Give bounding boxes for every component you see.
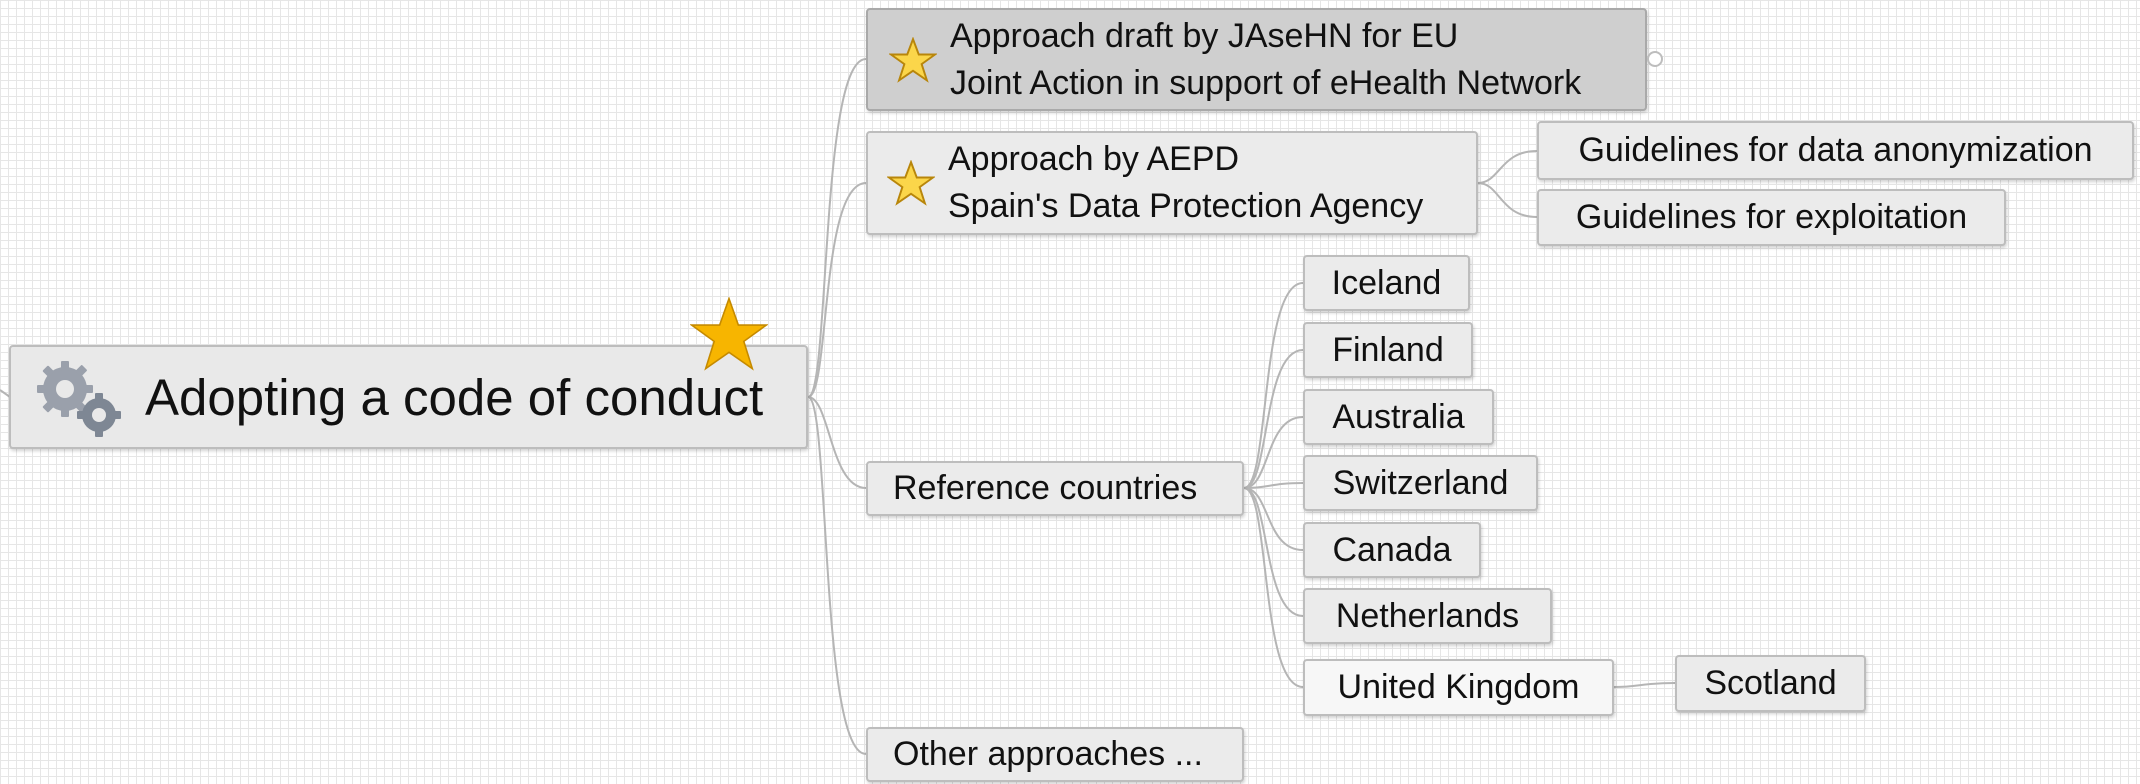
country-label: Netherlands (1335, 596, 1520, 635)
guidelines-exploitation-label: Guidelines for exploitation (1575, 198, 1968, 236)
scotland-label: Scotland (1704, 664, 1837, 702)
node-other-approaches[interactable]: Other approaches ... (866, 727, 1244, 782)
node-country-switzerland[interactable]: Switzerland (1303, 455, 1538, 511)
node-country-australia[interactable]: Australia (1303, 389, 1494, 445)
aepd-subtitle: Spain's Data Protection Agency (948, 187, 1424, 225)
connector-ref-canada (1243, 487, 1304, 551)
other-approaches-label: Other approaches ... (893, 735, 1203, 773)
connector-ref-uk (1243, 487, 1304, 688)
country-label: United Kingdom (1337, 668, 1580, 706)
connector-aepd-exploitation (1477, 182, 1538, 218)
connector-ref-netherlands (1243, 487, 1304, 617)
connector-root-reference (807, 396, 867, 489)
star-icon (886, 158, 936, 208)
node-jasehn[interactable]: Approach draft by JAseHN for EU Joint Ac… (866, 8, 1647, 111)
country-label: Iceland (1331, 263, 1442, 302)
collapse-toggle[interactable] (1647, 51, 1663, 67)
node-country-iceland[interactable]: Iceland (1303, 255, 1470, 311)
country-label: Switzerland (1332, 463, 1509, 502)
country-label: Australia (1332, 397, 1465, 436)
connector-root-other (807, 396, 867, 755)
connector-ref-australia (1243, 416, 1304, 489)
jasehn-title: Approach draft by JAseHN for EU (950, 16, 1459, 55)
node-country-canada[interactable]: Canada (1303, 522, 1481, 578)
aepd-title: Approach by AEPD (948, 140, 1240, 178)
gears-icon (31, 352, 131, 442)
reference-countries-label: Reference countries (893, 469, 1198, 507)
star-icon (888, 35, 938, 85)
star-icon (690, 297, 768, 371)
root-label: Adopting a code of conduct (145, 368, 764, 426)
node-scotland[interactable]: Scotland (1675, 655, 1866, 712)
node-reference-countries[interactable]: Reference countries (866, 461, 1244, 516)
country-label: Finland (1332, 330, 1444, 369)
node-country-united-kingdom[interactable]: United Kingdom (1303, 659, 1614, 716)
connector-root-jasehn (807, 58, 867, 398)
connector-root-aepd (807, 182, 867, 398)
connector-left-edge (0, 389, 11, 398)
connector-uk-scotland (1613, 682, 1676, 688)
connector-ref-iceland (1243, 282, 1304, 489)
connector-ref-switzerland (1243, 482, 1304, 489)
node-country-netherlands[interactable]: Netherlands (1303, 588, 1552, 644)
node-guidelines-anonymization[interactable]: Guidelines for data anonymization (1537, 121, 2134, 180)
node-guidelines-exploitation[interactable]: Guidelines for exploitation (1537, 189, 2006, 246)
node-country-finland[interactable]: Finland (1303, 322, 1473, 378)
guidelines-anonymization-label: Guidelines for data anonymization (1578, 131, 2093, 169)
connector-ref-finland (1243, 349, 1304, 489)
root-node[interactable]: Adopting a code of conduct (9, 345, 808, 449)
connector-aepd-anonymization (1477, 150, 1538, 184)
node-aepd[interactable]: Approach by AEPD Spain's Data Protection… (866, 131, 1478, 235)
country-label: Canada (1332, 530, 1452, 569)
jasehn-subtitle: Joint Action in support of eHealth Netwo… (950, 63, 1582, 102)
